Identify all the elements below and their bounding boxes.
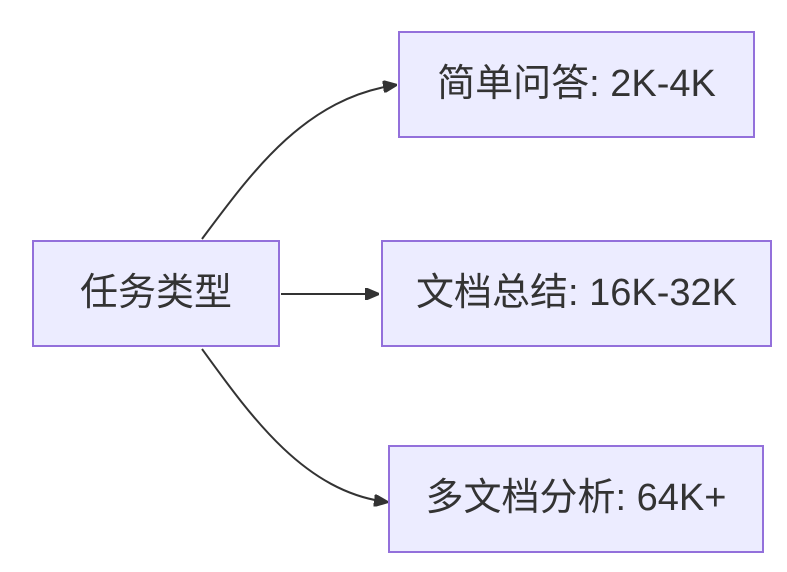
edge-task-type-to-multi-doc [201,348,387,502]
node-simple-qa: 简单问答: 2K-4K [398,31,755,138]
node-task-type: 任务类型 [32,240,280,347]
node-doc-summary: 文档总结: 16K-32K [381,240,772,347]
edge-task-type-to-simple-qa [201,85,396,240]
node-multi-doc-analysis: 多文档分析: 64K+ [388,445,764,553]
